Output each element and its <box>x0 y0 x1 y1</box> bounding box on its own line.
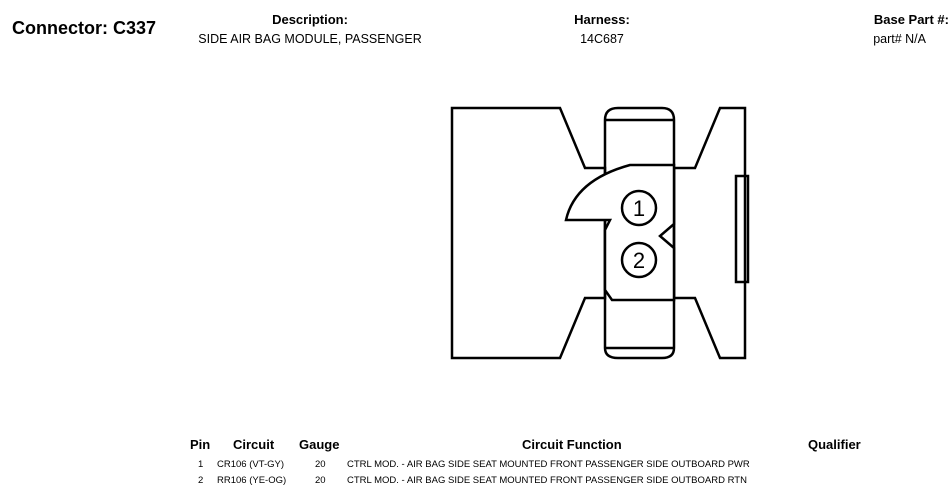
description-value: SIDE AIR BAG MODULE, PASSENGER <box>198 32 422 46</box>
base-part-label: Base Part #: <box>873 12 949 27</box>
connector-body-outline-right <box>672 106 747 360</box>
row-gauge: 20 <box>315 475 326 486</box>
pin-1-circle <box>620 189 658 227</box>
row-function: CTRL MOD. - AIR BAG SIDE SEAT MOUNTED FR… <box>347 459 750 470</box>
col-header-qualifier: Qualifier <box>808 437 861 452</box>
connector-title: Connector: C337 <box>12 18 157 38</box>
base-part-value: part# N/A <box>873 32 926 46</box>
row-circuit: RR106 (YE-OG) <box>217 475 287 486</box>
row-gauge: 20 <box>315 459 326 470</box>
cavity-housing <box>564 163 676 302</box>
row-pin: 2 <box>198 475 204 486</box>
side-tab <box>734 174 750 284</box>
connector-body-outline <box>450 106 607 360</box>
pin-1-label: 1 <box>633 196 645 221</box>
col-header-circuit: Circuit <box>233 437 275 452</box>
harness-label: Harness: <box>574 12 630 27</box>
row-circuit: CR106 (VT-GY) <box>217 459 285 470</box>
row-pin: 1 <box>198 459 204 470</box>
col-header-gauge: Gauge <box>299 437 340 452</box>
description-label: Description: <box>272 12 348 27</box>
connector-face-diagram: 1 2 <box>450 106 750 360</box>
pin-2-circle <box>620 241 658 279</box>
col-header-function: Circuit Function <box>522 437 622 452</box>
harness-value: 14C687 <box>580 32 624 46</box>
pin-2-label: 2 <box>633 248 645 273</box>
row-function: CTRL MOD. - AIR BAG SIDE SEAT MOUNTED FR… <box>347 475 747 486</box>
col-header-pin: Pin <box>190 437 211 452</box>
